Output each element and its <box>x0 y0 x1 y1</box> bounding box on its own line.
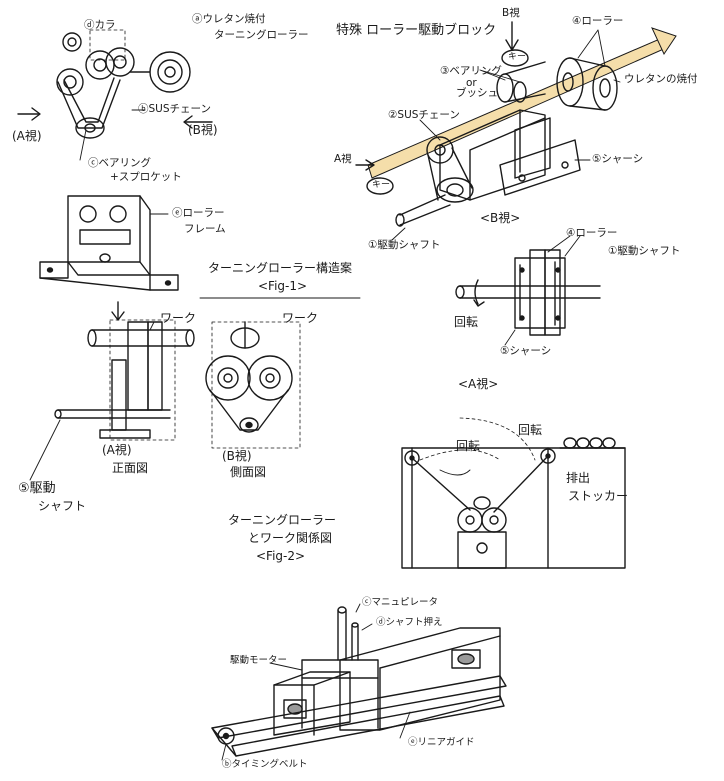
label-a-view-arrow: A視 <box>334 153 352 165</box>
label-collar: ⓓカラ <box>84 19 116 31</box>
label-view-a: (A視) <box>12 129 42 143</box>
label-urethane-roller-2: ターニングローラー <box>214 29 309 41</box>
label-roller-4: ④ローラー <box>572 15 624 27</box>
label-work-2: ワーク <box>282 311 319 325</box>
fig2-line2: とワーク関係図 <box>248 531 333 545</box>
label-bearing-3a: ③ベアリング <box>440 65 502 77</box>
label-rotation: 回転 <box>454 315 479 329</box>
label-bearing-2: +スプロケット <box>110 171 182 183</box>
a-view-title: <A視> <box>458 377 499 391</box>
label-urethane-roller-1: ⓐウレタン焼付 <box>192 13 266 25</box>
label-drive-shaft-5a: ⑤駆動 <box>18 481 56 496</box>
label-sus-chain-2: ②SUSチェーン <box>388 109 460 121</box>
label-view-b: (B視) <box>188 123 218 137</box>
label-manipulator: ⓒマニュピレータ <box>362 597 439 608</box>
label-bearing-3b: or <box>466 77 477 89</box>
label-key-2: キー <box>508 52 527 62</box>
side-view-sketch <box>205 321 301 449</box>
label-rotation-a1: 回転 <box>456 439 481 453</box>
caption-b-view: <B視> <box>480 211 521 225</box>
fig1-sub: <Fig-1> <box>258 279 308 293</box>
caption-front-a: (A視) <box>102 443 132 457</box>
top-left-chain-sketch <box>17 29 213 161</box>
label-roller-4b: ④ローラー <box>566 227 618 239</box>
label-bearing-1: ⓒベアリング <box>88 157 151 169</box>
caption-side-view: 側面図 <box>230 465 267 479</box>
roller-frame-sketch <box>39 195 179 291</box>
label-work-1: ワーク <box>160 311 197 325</box>
label-drive-shaft-1: ①駆動シャフト <box>368 239 441 251</box>
label-drive-shaft-5b: シャフト <box>38 499 87 513</box>
fig2-line1: ターニングローラー <box>228 513 337 527</box>
fig2-line3: <Fig-2> <box>256 549 306 563</box>
caption-front-view: 正面図 <box>112 461 149 475</box>
caption-side-b: (B視) <box>222 449 252 463</box>
title-drive-block: 特殊 ローラー駆動ブロック <box>336 23 497 38</box>
fig1-title: ターニングローラー構造案 <box>208 261 353 275</box>
a-view-sketch <box>401 417 626 569</box>
front-view-sketch <box>29 301 195 481</box>
label-bearing-3c: ブッシュ <box>456 87 498 99</box>
chassis-top-view <box>455 235 601 346</box>
label-chassis-5: ⑤シャーシ <box>592 153 644 165</box>
label-stocker-2: ストッカー <box>568 489 629 503</box>
label-shaft-press: ⓓシャフト押え <box>376 617 443 628</box>
label-roller-frame-1: ⓔローラー <box>172 207 225 219</box>
machine-isometric-sketch <box>211 603 507 761</box>
label-rotation-a2: 回転 <box>518 423 543 437</box>
label-stocker-1: 排出 <box>566 471 591 485</box>
top-right-drive-block <box>355 21 677 241</box>
label-drive-shaft-1b: ①駆動シャフト <box>608 245 681 257</box>
label-timing-belt: ⓑタイミングベルト <box>222 759 308 770</box>
label-b-view-arrow: B視 <box>502 7 520 19</box>
label-drive-motor: 駆動モーター <box>230 655 288 666</box>
label-urethane-coat: ウレタンの焼付 <box>624 73 698 85</box>
label-key-1: キー <box>372 180 391 190</box>
label-sus-chain: ⓑSUSチェーン <box>138 103 211 115</box>
label-chassis-5b: ⑤シャーシ <box>500 345 552 357</box>
label-roller-frame-2: フレーム <box>184 223 226 235</box>
label-linear-guide: ⓔリニアガイド <box>408 737 475 748</box>
